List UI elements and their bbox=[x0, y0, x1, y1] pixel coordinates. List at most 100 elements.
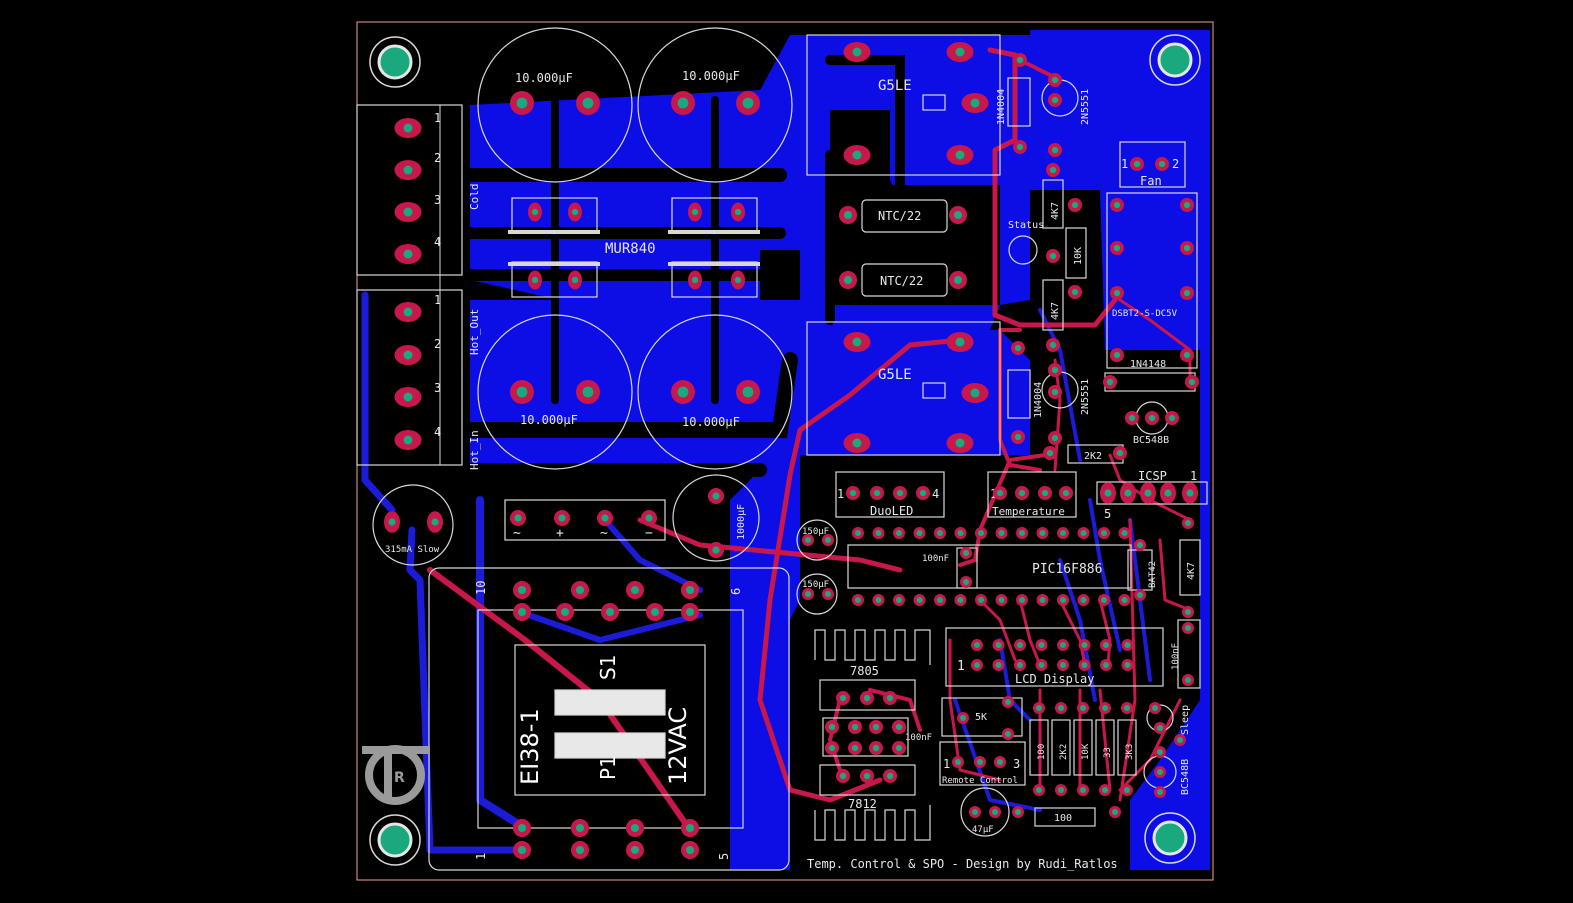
lcd-connector bbox=[945, 627, 1164, 687]
lcd-pin1: 1 bbox=[957, 659, 965, 674]
temperature-label: Temperature bbox=[992, 505, 1065, 518]
drill-hole bbox=[516, 97, 528, 109]
drill-hole bbox=[992, 809, 998, 815]
drill-hole bbox=[403, 307, 413, 317]
drill-hole bbox=[685, 823, 695, 833]
drill-hole bbox=[630, 585, 640, 595]
drill-hole bbox=[957, 530, 964, 536]
drill-hole bbox=[1051, 388, 1059, 396]
drill-hole bbox=[953, 210, 963, 220]
drill-hole bbox=[1103, 642, 1109, 648]
drill-hole bbox=[828, 744, 836, 752]
drill-hole bbox=[685, 585, 695, 595]
drill-hole bbox=[1183, 244, 1191, 252]
cap-1000uf bbox=[672, 474, 760, 562]
drill-hole bbox=[1016, 143, 1024, 151]
temperature-connector bbox=[987, 471, 1077, 518]
transformer-voltage: 12VAC bbox=[664, 707, 692, 785]
drill-hole bbox=[937, 530, 943, 536]
drill-hole bbox=[970, 388, 980, 398]
drill-hole bbox=[974, 662, 980, 668]
duoled-pin1: 1 bbox=[837, 487, 844, 501]
drill-hole bbox=[978, 530, 984, 536]
res-2k2-b: 2K2 bbox=[1059, 744, 1069, 760]
relay2-label: G5LE bbox=[878, 367, 912, 383]
drill-hole bbox=[1058, 787, 1064, 793]
drill-hole bbox=[1116, 449, 1124, 457]
cap-47-label: 47µF bbox=[972, 825, 994, 835]
ntc-resistors bbox=[861, 199, 948, 297]
term-num-1: 1 bbox=[434, 111, 441, 125]
drill-hole bbox=[1058, 705, 1064, 711]
duoled-label: DuoLED bbox=[870, 504, 913, 518]
drill-hole bbox=[1113, 289, 1121, 297]
diode2-label: 1N4004 bbox=[1033, 382, 1044, 418]
drill-hole bbox=[955, 337, 965, 347]
drill-hole bbox=[1121, 597, 1128, 603]
drill-hole bbox=[1185, 609, 1191, 615]
drill-hole bbox=[1177, 737, 1183, 743]
drill-hole bbox=[560, 607, 570, 617]
drill-hole bbox=[1137, 542, 1143, 548]
drill-hole bbox=[851, 744, 859, 752]
cap-47uf bbox=[960, 787, 1010, 837]
drill-hole bbox=[601, 514, 609, 522]
drill-hole bbox=[742, 386, 754, 398]
drill-hole bbox=[875, 530, 882, 536]
cap-100nf-a: 100nF bbox=[922, 554, 949, 564]
drill-hole bbox=[712, 546, 720, 554]
cap-150-a bbox=[796, 519, 838, 561]
drill-hole bbox=[855, 597, 861, 603]
cap-150-a-label: 150µF bbox=[802, 527, 829, 537]
drill-hole bbox=[1185, 520, 1191, 526]
term-num-2b: 2 bbox=[434, 337, 441, 351]
drill-hole bbox=[852, 47, 862, 57]
drill-hole bbox=[685, 607, 695, 617]
term-num-3b: 3 bbox=[434, 381, 441, 395]
drill-hole bbox=[1060, 642, 1066, 648]
drill-hole bbox=[403, 392, 413, 402]
drill-hole bbox=[1049, 166, 1057, 174]
drill-hole bbox=[972, 809, 978, 815]
drill-hole bbox=[1005, 699, 1011, 705]
fan-connector bbox=[1119, 141, 1186, 188]
label-cold: Cold bbox=[468, 184, 481, 211]
drill-hole bbox=[1101, 530, 1107, 536]
ntc2-label: NTC/22 bbox=[880, 274, 923, 288]
drill-hole bbox=[970, 98, 980, 108]
drill-hole bbox=[571, 276, 579, 284]
drill-hole bbox=[1121, 530, 1128, 536]
drill-hole bbox=[1164, 489, 1172, 497]
drill-hole bbox=[955, 150, 965, 160]
pads-layer bbox=[384, 42, 1199, 859]
drill-hole bbox=[514, 514, 522, 522]
fan-label: Fan bbox=[1140, 174, 1162, 188]
drill-hole bbox=[403, 207, 413, 217]
drill-hole bbox=[1005, 731, 1011, 737]
drill-hole bbox=[1036, 705, 1042, 711]
drill-hole bbox=[1071, 288, 1079, 296]
electrolytic-caps bbox=[477, 27, 793, 470]
drill-hole bbox=[977, 759, 983, 765]
drill-hole bbox=[886, 694, 894, 702]
drill-hole bbox=[734, 208, 742, 216]
drill-hole bbox=[872, 723, 880, 731]
res-33: 33 bbox=[1103, 747, 1113, 758]
drill-hole bbox=[974, 642, 980, 648]
drill-hole bbox=[742, 97, 754, 109]
drill-hole bbox=[1038, 642, 1045, 648]
drill-hole bbox=[403, 249, 413, 259]
drill-hole bbox=[1036, 787, 1042, 793]
res-100-a: 100 bbox=[1037, 744, 1047, 760]
term-num-1b: 1 bbox=[434, 293, 441, 307]
drill-hole bbox=[916, 530, 923, 536]
res-2k2-label: 2K2 bbox=[1084, 451, 1102, 462]
drill-hole bbox=[571, 208, 579, 216]
transformer bbox=[428, 567, 790, 871]
res-10k-b: 10K bbox=[1081, 743, 1091, 760]
drill-hole bbox=[1080, 705, 1086, 711]
fan-pin2: 2 bbox=[1172, 157, 1179, 171]
drill-hole bbox=[1113, 244, 1121, 252]
pot-5k bbox=[941, 697, 1023, 737]
drill-hole bbox=[1106, 378, 1114, 386]
